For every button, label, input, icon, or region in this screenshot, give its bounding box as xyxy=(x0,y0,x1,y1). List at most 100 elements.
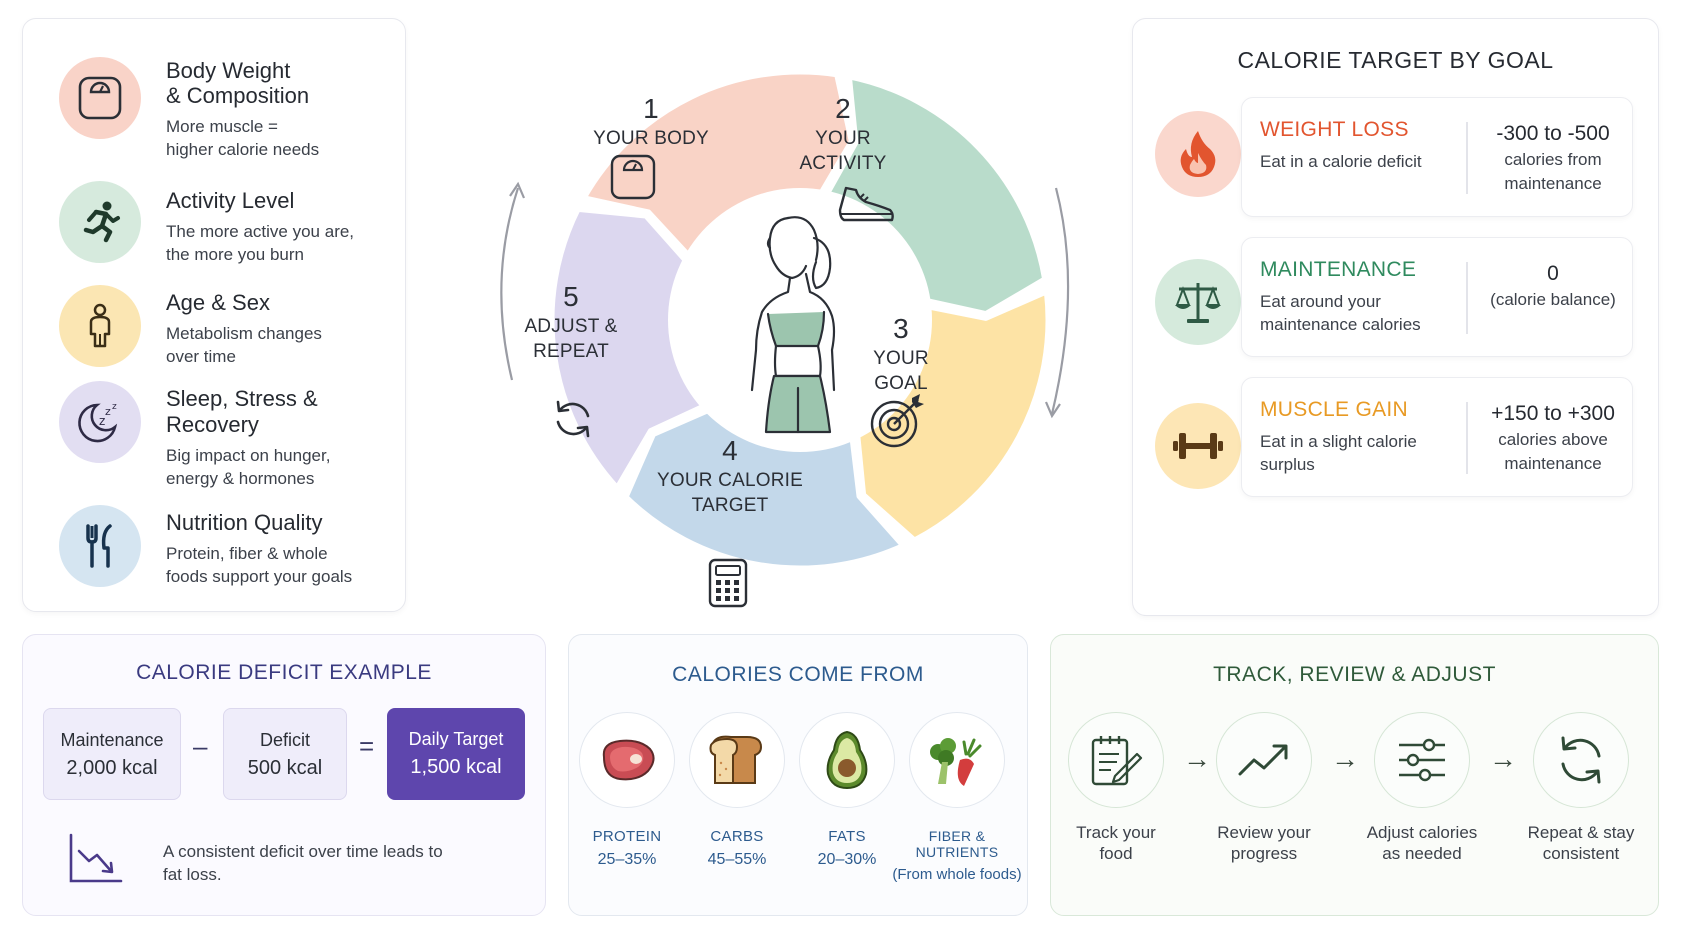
macro-name: FATS xyxy=(828,828,866,845)
goal-name: MAINTENANCE xyxy=(1260,258,1417,281)
notepad-icon xyxy=(1068,712,1164,808)
cycle-arrowhead-right xyxy=(1044,401,1061,419)
factor-title: Recovery xyxy=(166,412,259,437)
panel-title: TRACK, REVIEW & ADJUST xyxy=(1213,663,1496,686)
arrow-right-icon: → xyxy=(1331,743,1359,774)
calorie-target-panel: CALORIE TARGET BY GOAL WEIGHT LOSS Eat i… xyxy=(1132,18,1659,616)
factor-title: Body Weight xyxy=(166,58,291,83)
svg-text:z: z xyxy=(105,405,111,418)
factor-title: Age & Sex xyxy=(166,290,270,315)
running-icon xyxy=(59,181,141,263)
macro-name: FIBER & NUTRIENTS xyxy=(915,828,999,860)
step-label: YOUR CALORIE xyxy=(657,470,803,491)
flame-icon xyxy=(1155,111,1241,197)
macro-fats: FATS 20–30% xyxy=(793,712,901,869)
minus-operator: – xyxy=(193,731,208,761)
downtrend-chart-icon xyxy=(67,833,123,890)
goal-desc: Eat around your maintenance calories xyxy=(1260,292,1421,334)
cycle-step-2: 2 YOUR ACTIVITY xyxy=(778,92,908,176)
macro-carbs: CARBS 45–55% xyxy=(683,712,791,869)
cycle-step-3: 3 YOUR GOAL xyxy=(836,312,966,396)
bread-icon xyxy=(689,712,785,808)
goal-desc: Eat in a calorie deficit xyxy=(1260,152,1422,171)
divider xyxy=(1466,262,1468,334)
step-number: 5 xyxy=(563,281,579,312)
svg-text:z: z xyxy=(112,402,117,412)
factor-desc: More muscle =higher calorie needs xyxy=(166,117,320,159)
goal-value: +150 to +300 calories above maintenance xyxy=(1491,402,1615,473)
cycle-step-1: 1 YOUR BODY xyxy=(586,92,716,151)
goal-name: WEIGHT LOSS xyxy=(1260,118,1409,141)
trend-up-icon xyxy=(1216,712,1312,808)
step-label: ACTIVITY xyxy=(799,153,887,174)
step-label: ADJUST & xyxy=(524,316,618,337)
factor-desc: Big impact on hunger,energy & hormones xyxy=(166,446,331,488)
goal-value: 0 (calorie balance) xyxy=(1490,262,1616,309)
goal-name: MUSCLE GAIN xyxy=(1260,398,1408,421)
cycle-arrowhead-left xyxy=(509,181,526,199)
divider xyxy=(1466,402,1468,474)
dumbbell-icon xyxy=(1155,403,1241,489)
divider xyxy=(1466,122,1468,194)
step-number: 2 xyxy=(835,93,851,124)
step-label: REPEAT xyxy=(533,341,609,362)
macro-name: PROTEIN xyxy=(592,828,662,845)
macro-value: 20–30% xyxy=(817,851,877,868)
factor-title: Sleep, Stress & xyxy=(166,386,318,411)
step-label: YOUR xyxy=(873,348,929,369)
cycle-step-5: 5 ADJUST & REPEAT xyxy=(506,280,636,364)
step-label: YOUR BODY xyxy=(593,128,709,149)
goal-value: -300 to -500 calories from maintenance xyxy=(1496,122,1610,193)
calories-come-from-panel: CALORIES COME FROM PROTEIN 25–35% CARBS … xyxy=(568,634,1028,916)
step-number: 3 xyxy=(893,313,909,344)
cycle-wheel xyxy=(500,69,1070,571)
panel-title: CALORIE TARGET BY GOAL xyxy=(1237,47,1554,73)
arrow-right-icon: → xyxy=(1489,743,1517,774)
panel-title: CALORIE DEFICIT EXAMPLE xyxy=(136,661,432,684)
step-label: YOUR xyxy=(815,128,871,149)
calorie-cycle-diagram: 1 YOUR BODY 2 YOUR ACTIVITY 3 YOUR GOAL … xyxy=(470,30,1130,630)
deficit-box: Deficit 500 kcal xyxy=(223,708,347,800)
goal-desc: Eat in a slight calorie surplus xyxy=(1260,432,1417,474)
step-label: TARGET xyxy=(691,495,769,516)
cycle-arrow-left xyxy=(500,187,520,381)
balance-icon xyxy=(1155,259,1241,345)
factor-title: Nutrition Quality xyxy=(166,510,323,535)
daily-target-box: Daily Target 1,500 kcal xyxy=(387,708,525,800)
svg-text:z: z xyxy=(99,414,105,428)
macro-protein: PROTEIN 25–35% xyxy=(573,712,681,869)
equals-operator: = xyxy=(359,731,375,761)
macro-value: 25–35% xyxy=(597,851,657,868)
maintenance-box: Maintenance 2,000 kcal xyxy=(43,708,181,800)
macro-name: CARBS xyxy=(710,828,764,845)
person-icon xyxy=(59,285,141,367)
factor-title: Activity Level xyxy=(166,188,295,213)
factor-title: & Composition xyxy=(166,83,310,108)
factor-desc: The more active you are,the more you bur… xyxy=(166,222,355,264)
goal-card-muscle-gain: MUSCLE GAIN Eat in a slight calorie surp… xyxy=(1241,377,1633,497)
sliders-icon xyxy=(1374,712,1470,808)
fork-knife-icon xyxy=(59,505,141,587)
step-number: 1 xyxy=(643,93,659,124)
cycle-step-4: 4 YOUR CALORIE TARGET xyxy=(630,434,830,518)
steak-icon xyxy=(579,712,675,808)
goal-card-maintenance: MAINTENANCE Eat around your maintenance … xyxy=(1241,237,1633,357)
macro-fiber-nutrients: FIBER & NUTRIENTS (From whole foods) xyxy=(887,712,1027,883)
goal-card-weight-loss: WEIGHT LOSS Eat in a calorie deficit -30… xyxy=(1241,97,1633,217)
cycle-arrow-right xyxy=(1050,187,1070,415)
factors-panel: Body Weight & Composition More muscle =h… xyxy=(22,18,406,612)
avocado-icon xyxy=(799,712,895,808)
repeat-icon xyxy=(1533,712,1629,808)
